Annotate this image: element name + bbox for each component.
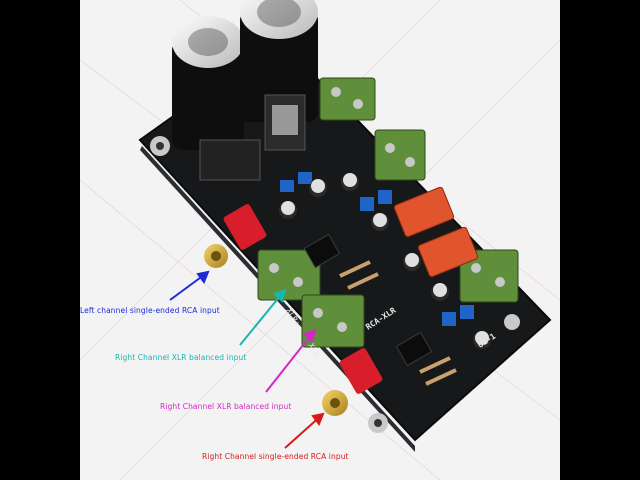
rca-jack-right bbox=[322, 348, 383, 416]
resistors bbox=[339, 260, 457, 386]
mounting-holes bbox=[150, 136, 520, 433]
terminal-blocks bbox=[257, 77, 519, 348]
annotation-arrows bbox=[169, 270, 325, 449]
product-photo: RCA-XLR U1-1 XLR- XLR+ bbox=[80, 0, 560, 480]
pcb-illustration: RCA-XLR U1-1 XLR- XLR+ bbox=[80, 0, 560, 480]
small-capacitors bbox=[279, 173, 491, 349]
ic-chips bbox=[303, 233, 433, 367]
large-capacitors bbox=[172, 0, 318, 150]
annotation-right-xlr-1: Right Channel XLR balanced input bbox=[115, 353, 247, 362]
relays bbox=[393, 186, 479, 278]
annotation-right-rca: Right Channel single-ended RCA input bbox=[202, 452, 349, 461]
annotation-left-rca: Left channel single-ended RCA input bbox=[80, 306, 220, 315]
terminal-screws bbox=[269, 87, 505, 332]
regulators bbox=[199, 94, 306, 181]
trimmer-potentiometers bbox=[280, 172, 474, 326]
rca-jack-left bbox=[204, 204, 267, 268]
annotation-right-xlr-2: Right Channel XLR balanced input bbox=[160, 402, 292, 411]
